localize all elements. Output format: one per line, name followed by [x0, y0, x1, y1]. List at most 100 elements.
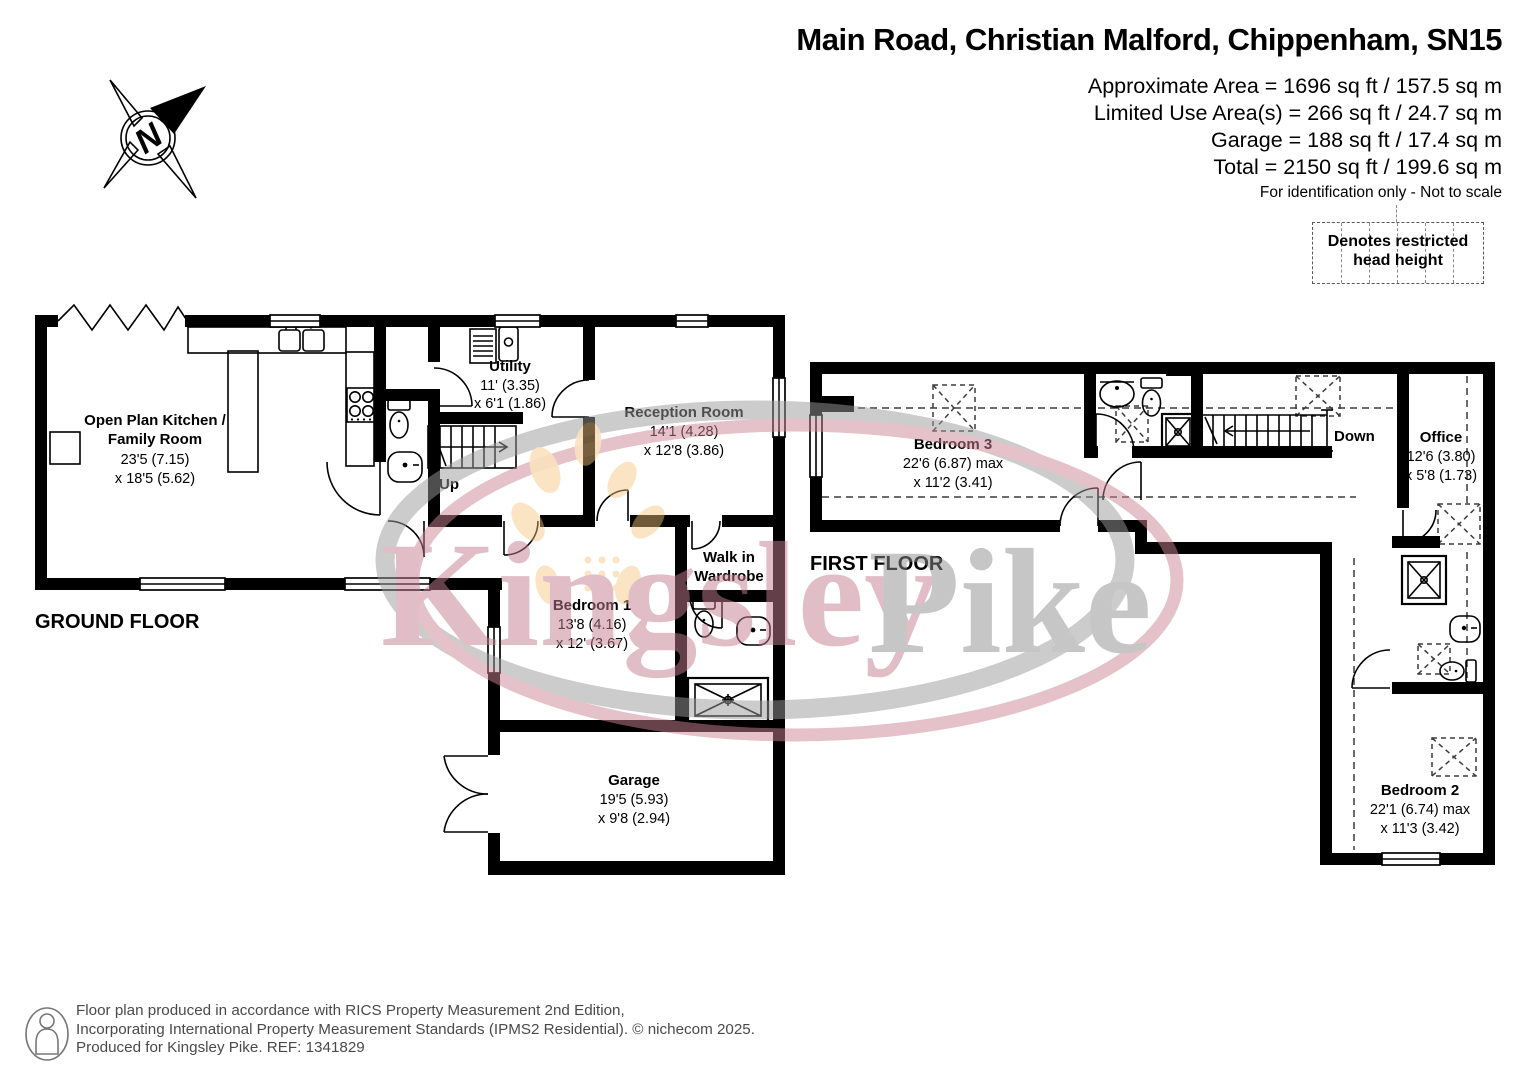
garage-door-icon	[443, 755, 489, 833]
window-icon	[269, 314, 321, 328]
restricted-box-icon	[1437, 503, 1481, 545]
svg-text:x 11'2 (3.41): x 11'2 (3.41)	[913, 475, 992, 491]
door-arc-icon	[551, 379, 590, 418]
area-summary: Approximate Area = 1696 sq ft / 157.5 sq…	[1088, 73, 1502, 181]
compass-point-ne	[150, 86, 206, 134]
watermark-ring-pink	[406, 418, 1184, 742]
ground-floor-plan: Open Plan Kitchen / Family Room 23'5 (7.…	[35, 303, 786, 875]
svg-text:Wardrobe: Wardrobe	[694, 568, 763, 585]
svg-text:11' (3.35): 11' (3.35)	[480, 378, 540, 394]
svg-text:22'6 (6.87) max: 22'6 (6.87) max	[903, 456, 1004, 472]
kitchen-label: Open Plan Kitchen /	[84, 412, 227, 429]
area-line: Limited Use Area(s) = 266 sq ft / 24.7 s…	[1093, 101, 1502, 125]
person-icon	[25, 1007, 69, 1061]
restricted-area-boxes	[932, 375, 1481, 777]
door-arc-icon	[433, 367, 473, 407]
wardrobe-label: Walk in	[703, 549, 755, 566]
window-icon	[675, 314, 709, 328]
svg-text:x 12' (3.67): x 12' (3.67)	[556, 636, 628, 652]
basin-icon	[1449, 615, 1481, 643]
svg-text:x 12'8 (3.86): x 12'8 (3.86)	[644, 443, 724, 459]
area-line: Approximate Area = 1696 sq ft / 157.5 sq…	[1087, 74, 1502, 98]
break-zigzag-icon	[57, 303, 187, 332]
window-icon	[494, 314, 541, 328]
ground-floor-title: GROUND FLOOR	[35, 611, 200, 633]
footer: Floor plan produced in accordance with R…	[24, 1002, 755, 1061]
compass-rose: N	[103, 79, 206, 199]
svg-text:Family Room: Family Room	[108, 431, 202, 448]
window-icon	[139, 577, 226, 591]
legend-line1: Denotes restricted	[1327, 233, 1469, 250]
door-arc-icon	[689, 595, 723, 629]
restricted-head-height-legend: Denotes restricted head height	[1312, 222, 1484, 284]
basin-icon	[736, 616, 771, 646]
basin-icon	[1099, 380, 1135, 408]
footer-line3: Produced for Kingsley Pike. REF: 1341829	[76, 1039, 365, 1057]
svg-text:13'8 (4.16): 13'8 (4.16)	[558, 617, 627, 633]
svg-text:23'5 (7.15): 23'5 (7.15)	[121, 452, 190, 468]
ground-floor-walls	[35, 315, 785, 875]
watermark-word2: Pike	[868, 519, 1151, 685]
scale-disclaimer: For identification only - Not to scale	[1259, 184, 1502, 201]
hob-icon	[346, 387, 376, 423]
kitchen-counter-icons	[49, 303, 376, 473]
utility-appliance-icons	[469, 323, 519, 364]
door-arc-icon	[691, 520, 721, 550]
svg-text:12'6 (3.80): 12'6 (3.80)	[1407, 449, 1476, 465]
shower-tray-icon	[1160, 412, 1196, 452]
ground-floor-labels: Open Plan Kitchen / Family Room 23'5 (7.…	[35, 358, 764, 827]
svg-text:x 5'8 (1.73): x 5'8 (1.73)	[1405, 468, 1477, 484]
shower-tray-icon	[1400, 554, 1448, 606]
first-floor-walls	[810, 362, 1495, 865]
svg-text:19'5 (5.93): 19'5 (5.93)	[600, 792, 669, 808]
footer-line1: Floor plan produced in accordance with R…	[76, 1002, 625, 1019]
door-arc-icon	[1402, 509, 1437, 544]
toilet-icon	[1140, 377, 1163, 417]
door-arc-icon	[1095, 413, 1135, 453]
utility-sink-icon	[498, 323, 519, 362]
door-arc-icon	[503, 520, 539, 556]
svg-text:x 6'1 (1.86): x 6'1 (1.86)	[474, 396, 546, 412]
toilet-icon	[387, 399, 411, 439]
utility-label: Utility	[489, 358, 531, 375]
bedroom1-label: Bedroom 1	[553, 597, 631, 614]
basin-icon	[387, 451, 423, 483]
compass-point-sw	[103, 140, 140, 189]
ff-stairs	[1203, 409, 1333, 452]
restricted-box-icon	[1295, 375, 1341, 417]
area-line: Total = 2150 sq ft / 199.6 sq m	[1213, 155, 1502, 179]
restricted-box-icon	[1431, 737, 1477, 777]
bedroom2-label: Bedroom 2	[1381, 782, 1459, 799]
svg-text:x 9'8 (2.94): x 9'8 (2.94)	[598, 811, 670, 827]
fireplace-icon	[49, 431, 81, 465]
first-floor-doors	[1059, 413, 1437, 689]
kitchen-sink-icon	[278, 324, 325, 352]
ff-showerroom-icons	[1400, 554, 1481, 683]
svg-text:22'1 (6.74) max: 22'1 (6.74) max	[1370, 802, 1471, 818]
door-arc-icon	[596, 489, 629, 522]
compass-point-se	[156, 144, 197, 199]
watermark-ring-gray	[375, 400, 1135, 720]
window-icon	[1381, 852, 1441, 866]
legend-tick	[1396, 205, 1397, 222]
first-floor-title: FIRST FLOOR	[810, 553, 944, 575]
watermark: Kingsley Pike	[375, 400, 1184, 742]
watermark-word1: Kingsley	[381, 512, 939, 678]
ff-bathroom-icons	[1099, 377, 1196, 452]
door-arc-icon	[326, 461, 381, 516]
compass-point-nw	[109, 79, 144, 128]
footer-line2: Incorporating International Property Mea…	[76, 1020, 755, 1038]
svg-text:x 11'3 (3.42): x 11'3 (3.42)	[1380, 821, 1459, 837]
office-label: Office	[1420, 429, 1463, 446]
watermark-petals	[511, 422, 665, 605]
toilet-icon	[1439, 659, 1477, 683]
svg-text:x 18'5 (5.62): x 18'5 (5.62)	[115, 471, 195, 487]
gf-wc-icons	[387, 399, 423, 483]
ground-floor-doors	[326, 367, 723, 833]
area-line: Garage = 188 sq ft / 17.4 sq m	[1210, 128, 1502, 152]
first-floor-plan: Bedroom 3 22'6 (6.87) max x 11'2 (3.41) …	[809, 362, 1495, 866]
stairs-down-label: Down	[1334, 428, 1375, 445]
restricted-box-icon	[1417, 643, 1451, 675]
garage-label: Garage	[608, 772, 660, 789]
washing-machine-icon	[469, 328, 497, 364]
